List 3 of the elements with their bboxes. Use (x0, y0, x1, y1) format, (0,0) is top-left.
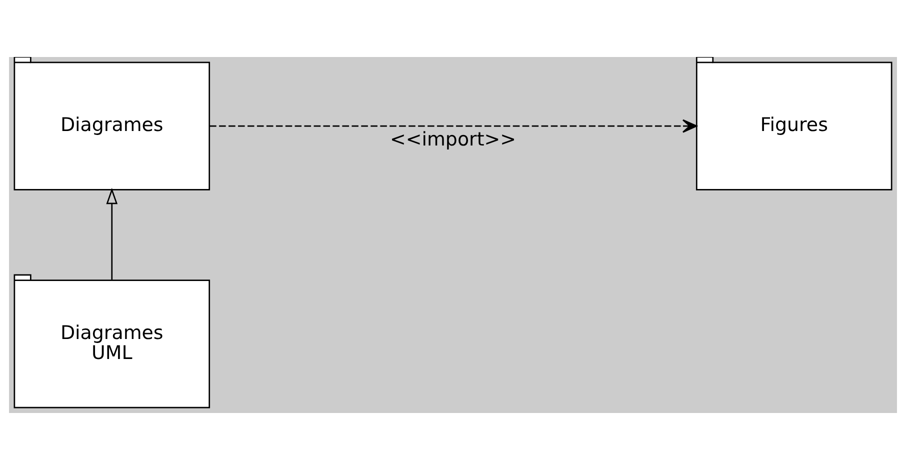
arrow (106, 187, 118, 280)
arrow (210, 118, 698, 132)
edge-label: <<import>> (390, 128, 516, 150)
